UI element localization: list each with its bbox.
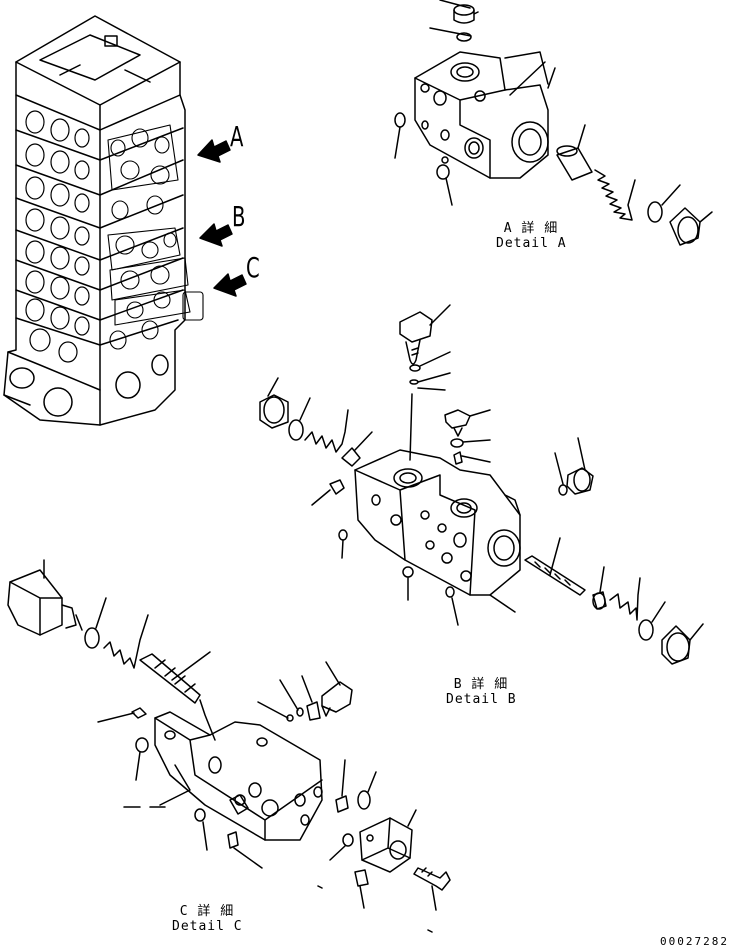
detail-c-jp: C 詳 細 (179, 904, 235, 919)
callout-c: C (246, 251, 261, 284)
drawing-number: 00027282 (660, 935, 729, 948)
arrow-a-icon (198, 140, 230, 162)
detail-a-drawing (395, 0, 712, 245)
arrow-b-icon (200, 224, 232, 246)
detail-b-caption: B 詳 細 Detail B (446, 677, 516, 707)
main-valve-stack (4, 16, 203, 425)
callout-b: B (232, 200, 247, 233)
arrow-c-icon (214, 274, 246, 296)
detail-c-drawing (8, 560, 450, 932)
detail-c-caption: C 詳 細 Detail C (172, 904, 242, 934)
detail-a-jp: A 詳 細 (503, 221, 559, 236)
callout-arrows (198, 140, 246, 296)
detail-b-en: Detail B (446, 692, 517, 707)
detail-b-jp: B 詳 細 (453, 677, 509, 692)
detail-a-en: Detail A (496, 236, 567, 251)
detail-b-drawing (260, 305, 703, 664)
detail-a-caption: A 詳 細 Detail A (496, 221, 566, 251)
callout-a: A (230, 120, 245, 153)
detail-c-en: Detail C (172, 919, 243, 934)
